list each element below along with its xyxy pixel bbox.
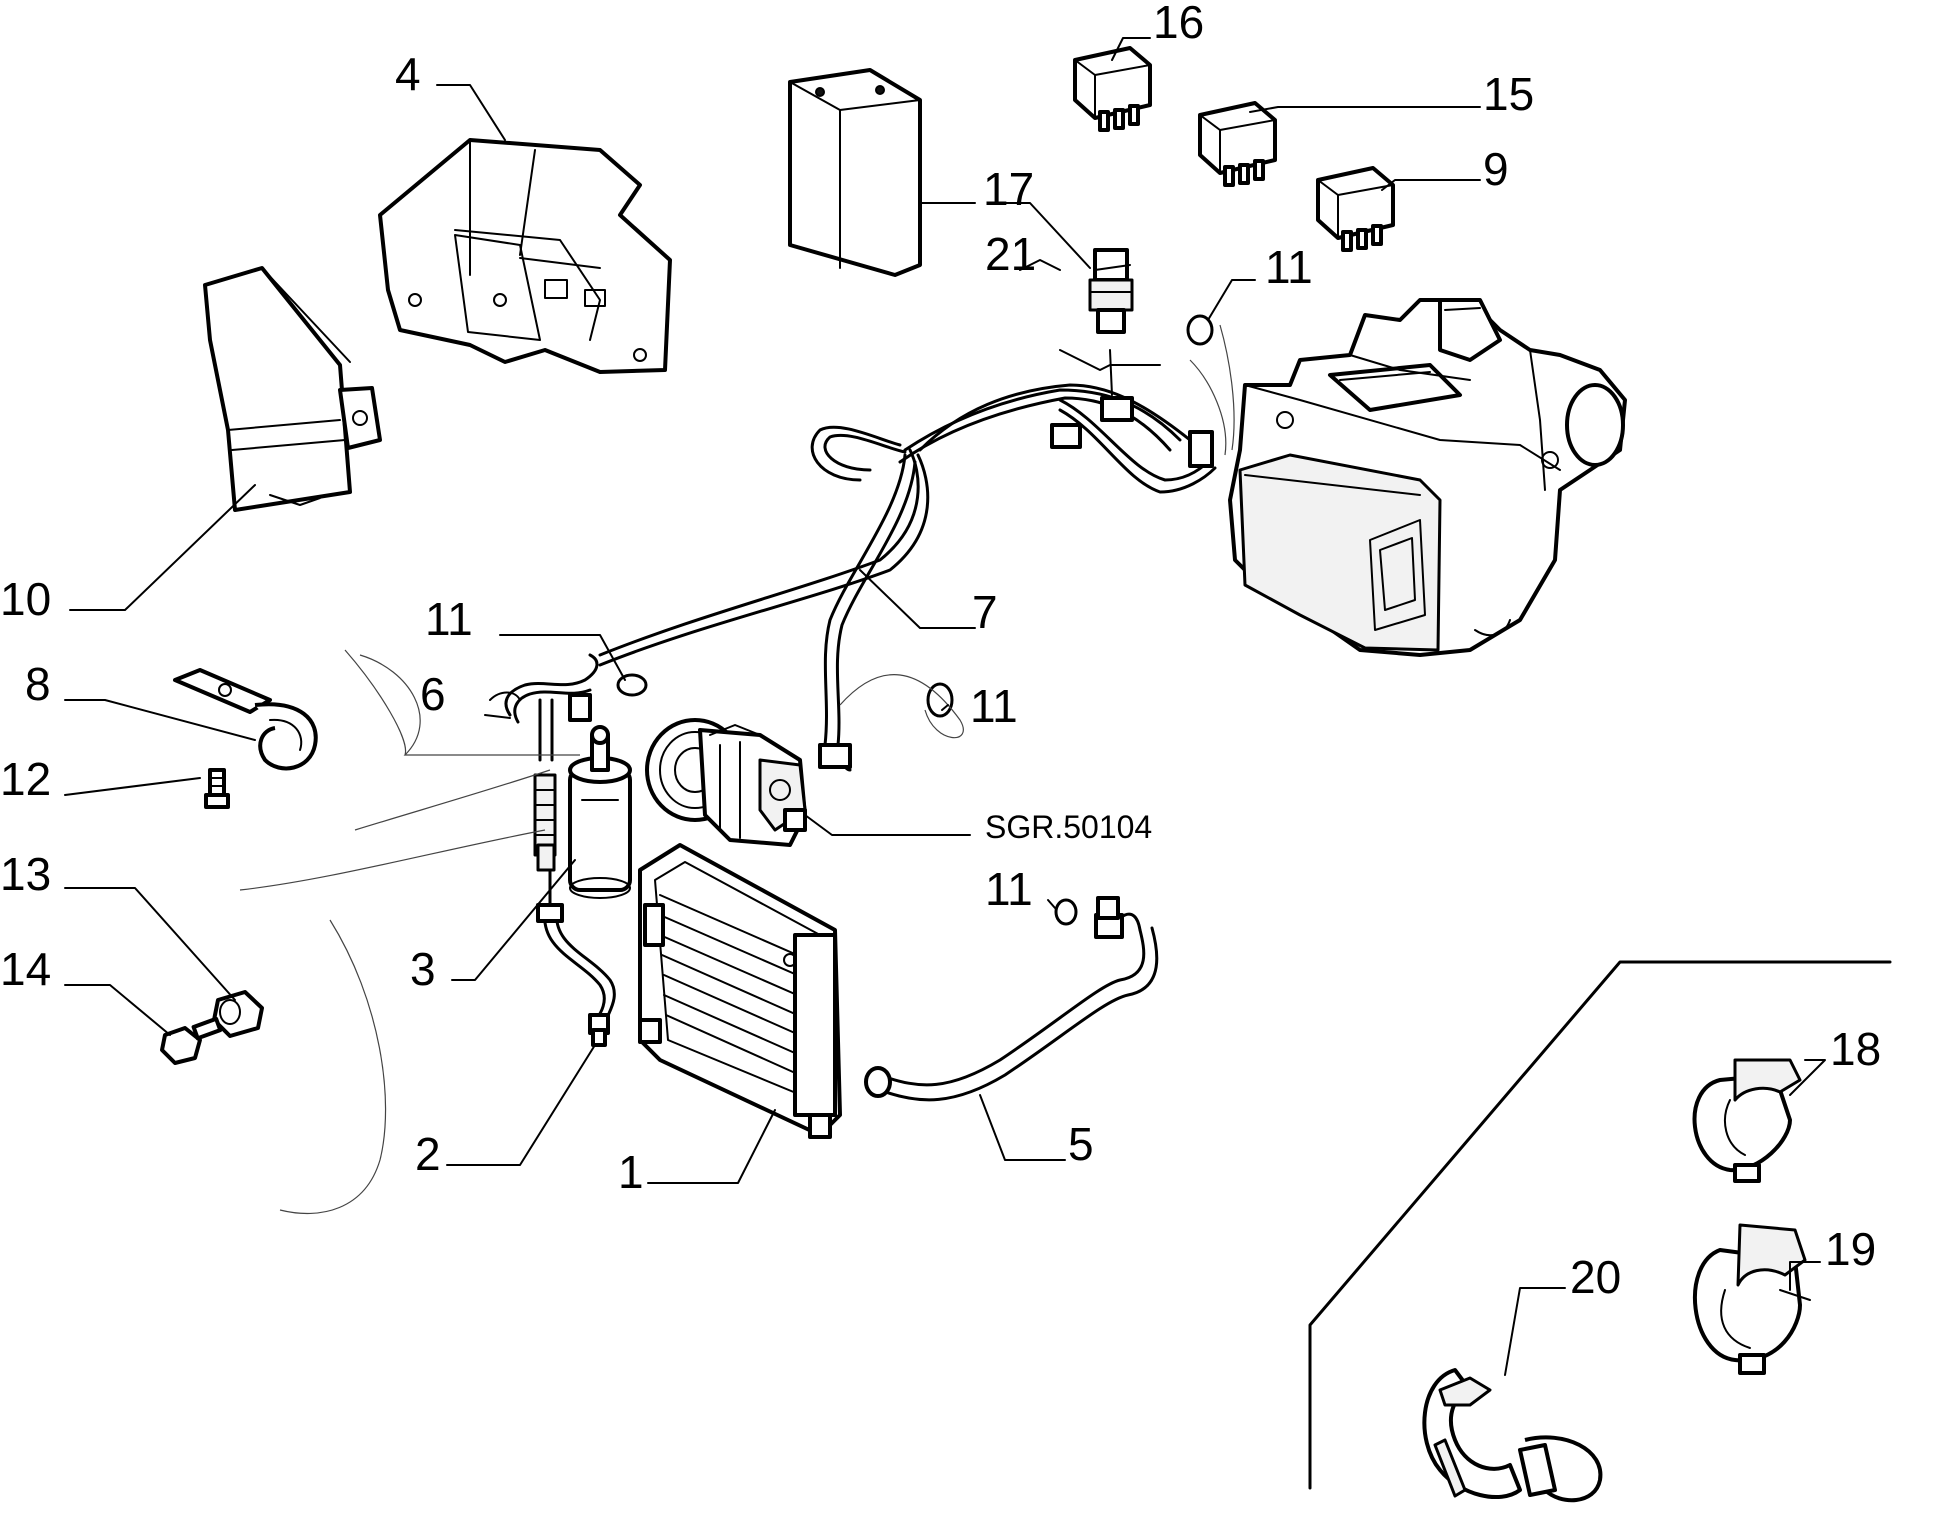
outline-curve-b (354, 769, 551, 831)
callout-labels: 4 16 15 9 17 21 11 10 11 7 8 6 11 12 SGR… (0, 0, 1881, 1303)
callout-9: 9 (1483, 143, 1509, 195)
clamp-bracket-8 (173, 668, 318, 771)
callout-11-top: 11 (1265, 241, 1313, 293)
condenser (638, 843, 842, 1139)
callout-7: 7 (972, 586, 998, 638)
outline-curve-d (279, 919, 387, 1215)
callout-18: 18 (1830, 1023, 1881, 1075)
leader-dashed-curve-4 (839, 674, 964, 739)
module-box (788, 68, 922, 277)
heater-unit (1228, 298, 1627, 657)
leader-dashed-curve-1 (1189, 359, 1227, 456)
hose-harness (598, 349, 1217, 772)
callout-11-lower: 11 (985, 863, 1033, 915)
control-unit-box (203, 266, 382, 512)
callout-11-right: 11 (970, 680, 1018, 732)
drawing-reference: SGR.50104 (985, 809, 1152, 845)
leader-lines (64, 37, 1826, 1376)
callout-12: 12 (0, 753, 51, 805)
o-ring-11c (926, 682, 954, 718)
callout-13: 13 (0, 848, 51, 900)
callout-19: 19 (1825, 1223, 1876, 1275)
clip-20 (1422, 1368, 1603, 1503)
relay-9 (1316, 166, 1395, 252)
callout-14: 14 (0, 943, 51, 995)
hose-2 (536, 868, 616, 1047)
inset-divider (1308, 960, 1892, 1490)
leader-dashed-curve-3 (359, 654, 580, 756)
screw-14 (160, 1016, 223, 1065)
callout-6: 6 (420, 668, 446, 720)
callout-8: 8 (25, 658, 51, 710)
callout-15: 15 (1483, 68, 1534, 120)
callout-11-left: 11 (425, 593, 473, 645)
callout-5: 5 (1068, 1118, 1094, 1170)
pipe-6 (489, 653, 599, 762)
callout-1: 1 (618, 1146, 644, 1198)
compressor (645, 718, 807, 847)
leader-dashed-curve-2 (1219, 324, 1235, 451)
callout-2: 2 (415, 1128, 441, 1180)
outline-curve-a (344, 649, 407, 756)
callout-4: 4 (395, 48, 421, 100)
o-ring-11a (1186, 314, 1214, 346)
callout-16: 16 (1153, 0, 1204, 48)
receiver-drier (533, 725, 632, 899)
relay-16 (1073, 46, 1152, 132)
outline-curve-c (239, 829, 546, 891)
hose-5 (864, 896, 1159, 1102)
callout-10: 10 (0, 573, 51, 625)
o-ring-11d (1054, 898, 1078, 926)
callout-17: 17 (983, 163, 1034, 215)
callout-20: 20 (1570, 1251, 1621, 1303)
clip-18 (1692, 1058, 1802, 1183)
o-ring-11b (616, 673, 648, 697)
callout-21: 21 (985, 228, 1036, 280)
bracket-part (378, 138, 672, 374)
callout-3: 3 (410, 943, 436, 995)
pressure-switch (1088, 248, 1134, 334)
relay-15 (1198, 101, 1277, 187)
bolt-12 (204, 768, 230, 809)
clip-19 (1692, 1223, 1811, 1375)
